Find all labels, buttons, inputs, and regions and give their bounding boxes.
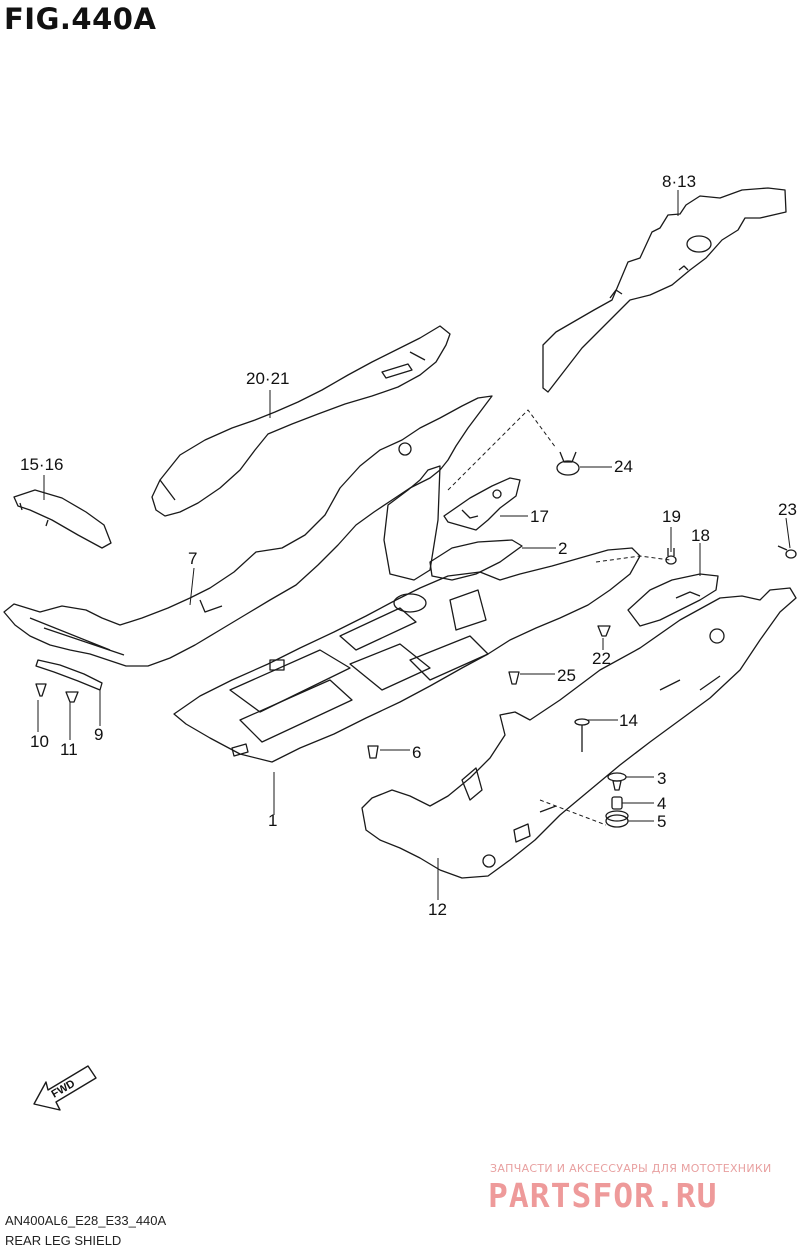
callout-9: 9 xyxy=(94,725,104,744)
callout-17: 17 xyxy=(530,507,549,526)
part-20-21-trim xyxy=(151,325,451,517)
callout-10: 10 xyxy=(30,732,49,751)
fastener-14-icon xyxy=(574,718,590,752)
callout-11: 11 xyxy=(60,740,78,759)
model-code: AN400AL6_E28_E33_440A xyxy=(5,1213,167,1228)
callout-20-21: 20·21 xyxy=(246,369,290,388)
watermark-logo: PARTSFOR.RU xyxy=(488,1176,718,1215)
fastener-6-icon xyxy=(367,745,379,759)
part-2-pad xyxy=(429,539,523,581)
callout-8-13: 8·13 xyxy=(662,172,697,191)
part-17-bracket xyxy=(443,477,521,531)
callout-23: 23 xyxy=(778,500,797,519)
callout-2: 2 xyxy=(558,539,568,558)
part-1-floor-panel xyxy=(173,465,641,763)
part-7-rail xyxy=(3,395,493,667)
leader-lines xyxy=(37,190,791,900)
callout-25: 25 xyxy=(557,666,576,685)
fastener-24-icon xyxy=(556,451,580,476)
fastener-5-icon xyxy=(605,810,629,828)
callout-19: 19 xyxy=(662,507,681,526)
fastener-11-icon xyxy=(65,691,79,703)
fastener-10-icon xyxy=(35,683,47,697)
part-15-16-cover xyxy=(13,489,112,549)
fwd-arrow-icon xyxy=(33,1065,97,1111)
callout-15-16: 15·16 xyxy=(20,455,64,474)
watermark-tagline: ЗАПЧАСТИ И АКСЕССУАРЫ ДЛЯ МОТОТЕХНИКИ xyxy=(490,1162,772,1175)
figure-caption: REAR LEG SHIELD xyxy=(5,1233,122,1248)
callout-3: 3 xyxy=(657,769,667,788)
part-8-13-shield xyxy=(542,187,787,393)
callout-5: 5 xyxy=(657,812,667,831)
callout-24: 24 xyxy=(614,457,633,476)
callout-12: 12 xyxy=(428,900,447,919)
callout-22: 22 xyxy=(592,649,611,668)
fastener-19-icon xyxy=(665,548,677,565)
callout-7: 7 xyxy=(188,549,198,568)
fastener-4-icon xyxy=(611,796,623,810)
fastener-22-icon xyxy=(597,625,611,637)
part-12-lower-rail xyxy=(361,587,797,879)
fastener-23-icon xyxy=(777,545,797,559)
callout-14: 14 xyxy=(619,711,638,730)
part-18-bracket xyxy=(627,573,719,627)
callout-18: 18 xyxy=(691,526,710,545)
fastener-25-icon xyxy=(508,671,520,685)
callout-6: 6 xyxy=(412,743,422,762)
figure-title: FIG.440A xyxy=(4,2,157,36)
fastener-3-icon xyxy=(607,772,627,791)
callout-4: 4 xyxy=(657,794,667,813)
callout-1: 1 xyxy=(268,811,278,830)
